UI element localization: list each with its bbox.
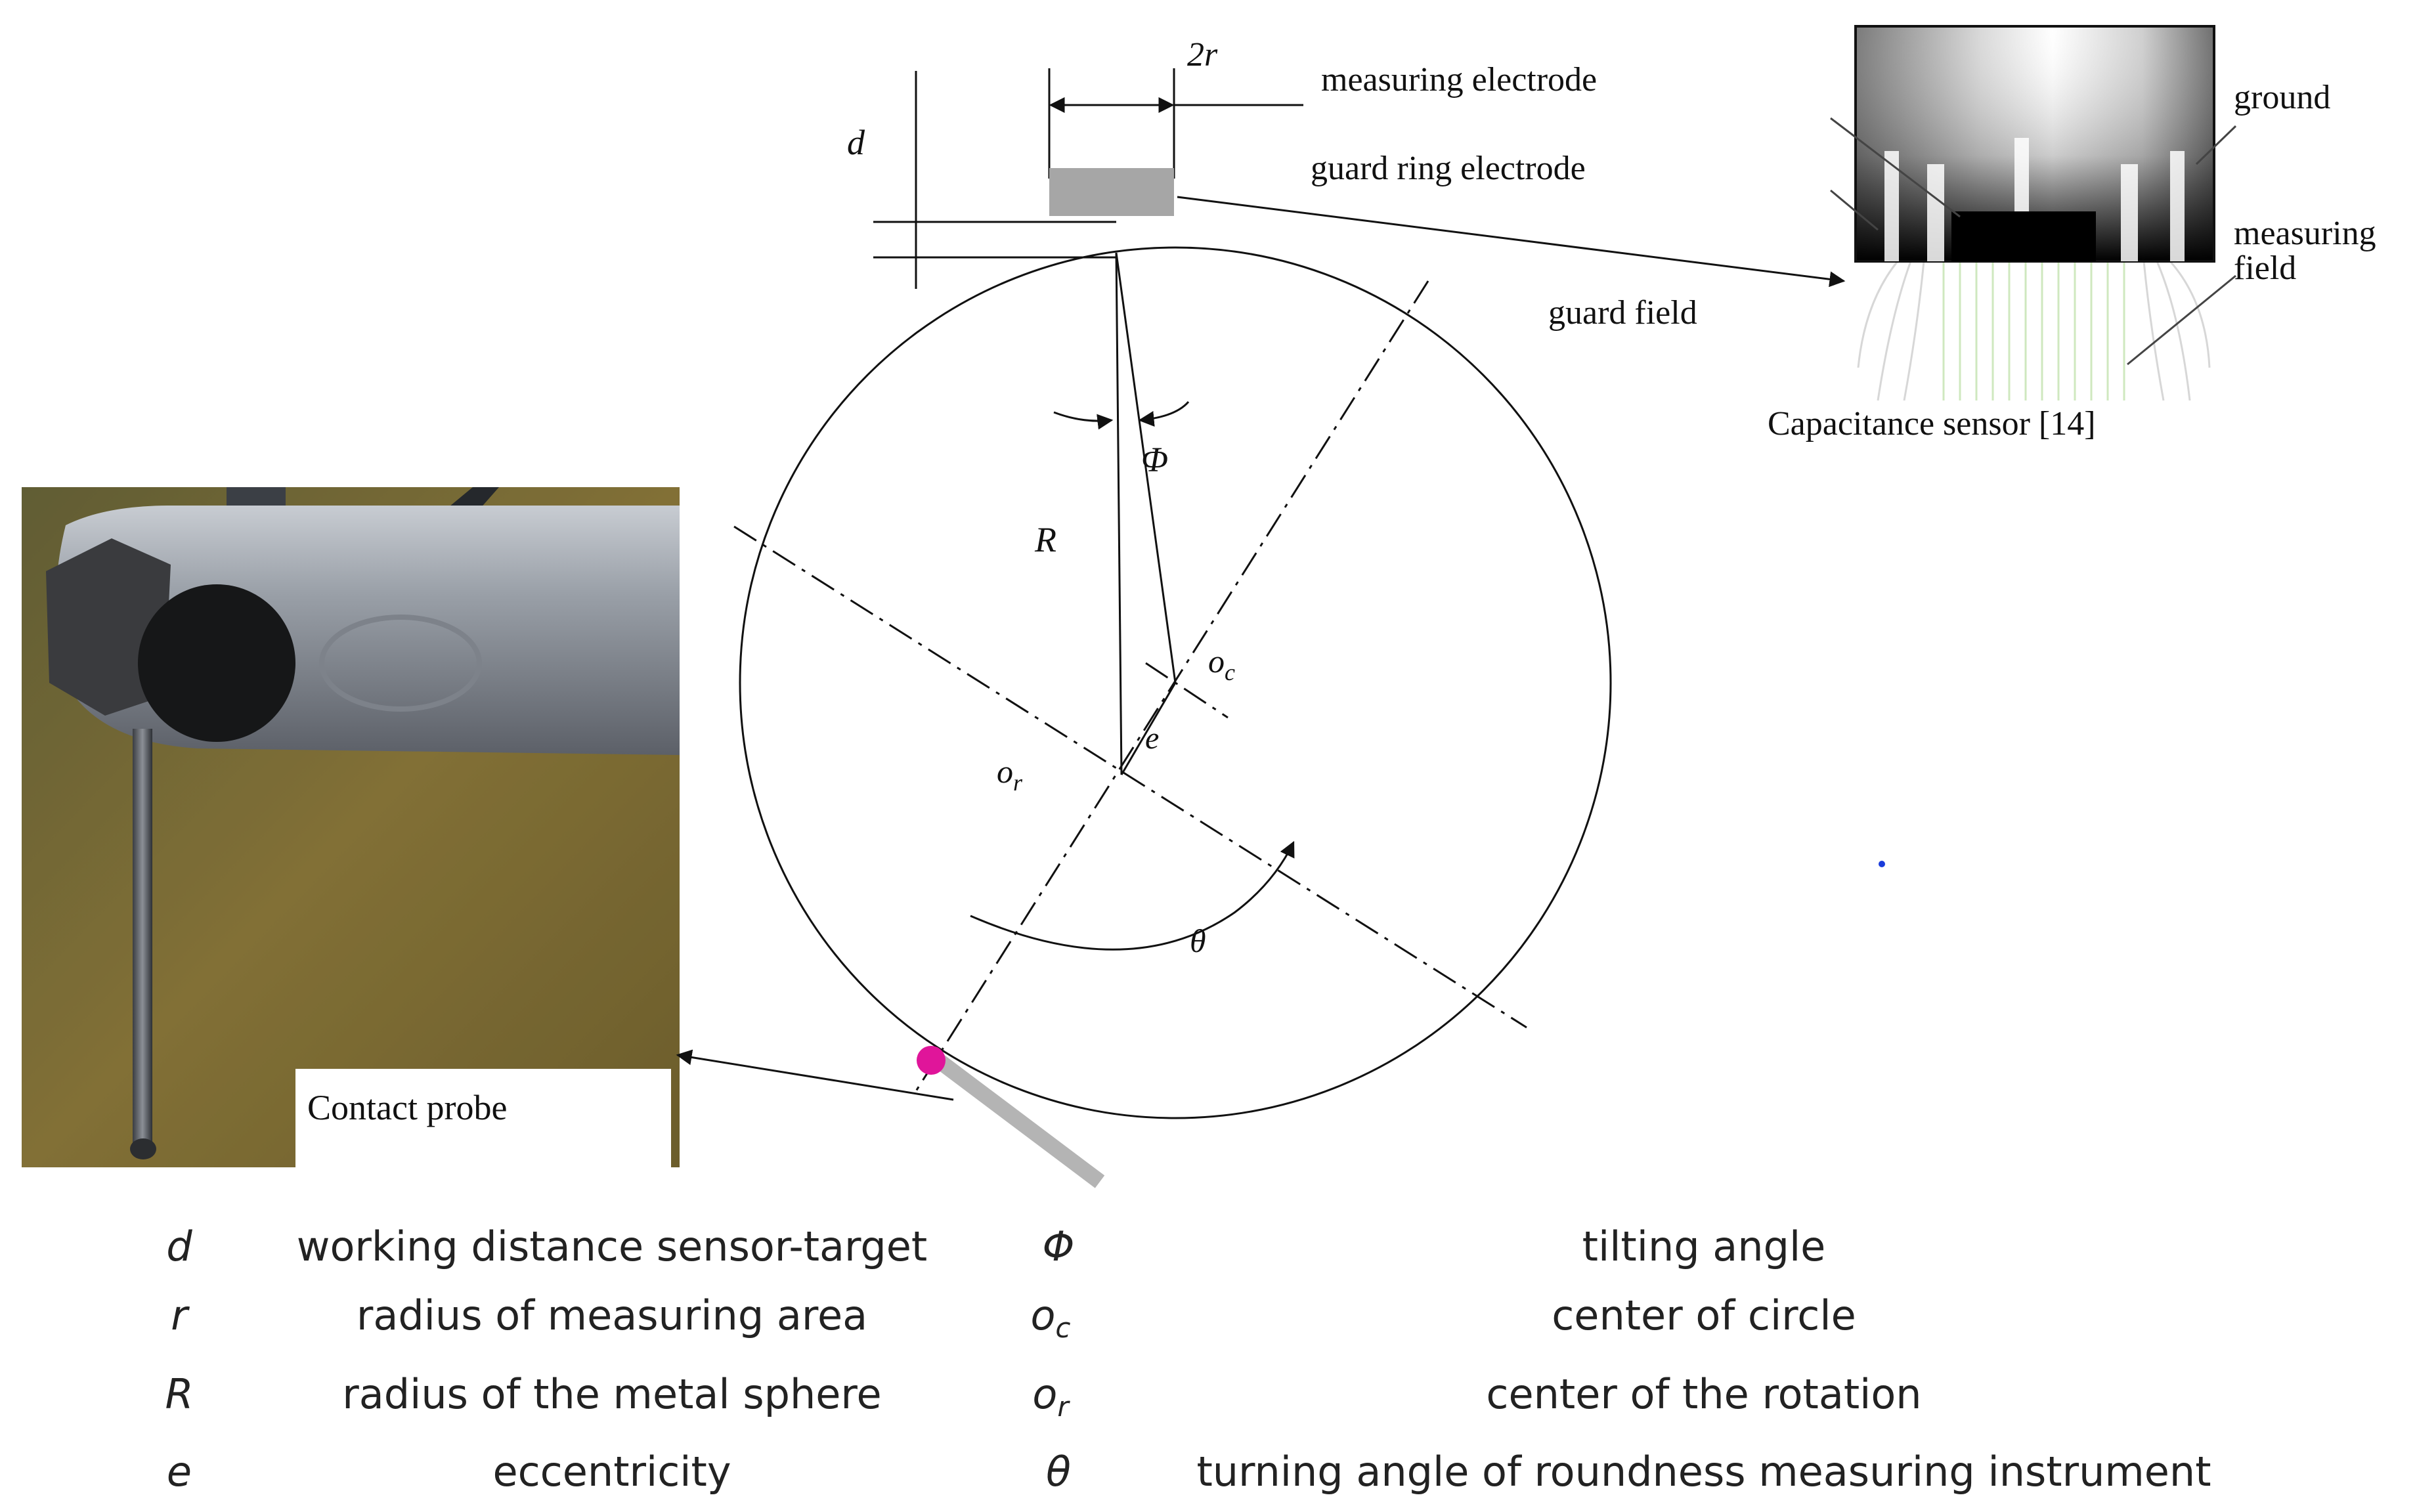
label-theta: θ [1190, 922, 1206, 959]
svg-text:d: d [166, 1222, 192, 1270]
svg-text:center of the rotation: center of the rotation [1486, 1370, 1921, 1418]
stray-dot [1879, 861, 1885, 867]
theta-arc [970, 840, 1295, 951]
label-measuring-field-2: field [2234, 249, 2296, 287]
probe-ball-icon [130, 1138, 156, 1159]
svg-text:eccentricity: eccentricity [492, 1448, 731, 1496]
capacitance-sensor-inset: ground measuring field Capacitance senso… [1768, 25, 2376, 443]
probe-leader-line [676, 1049, 954, 1101]
probe-caption-box [295, 1069, 671, 1167]
svg-text:e: e [167, 1448, 192, 1496]
sensor-field-lines [1857, 261, 2211, 401]
legend-row: r radius of measuring area oc center of … [171, 1291, 1856, 1344]
guard-ring-electrode [1049, 168, 1174, 216]
svg-text:oc: oc [1030, 1291, 1070, 1344]
radius-R-line [1115, 252, 1123, 775]
label-oc: oc [1208, 643, 1235, 685]
svg-text:tilting angle: tilting angle [1582, 1222, 1826, 1270]
svg-text:Φ: Φ [1043, 1222, 1075, 1270]
probe-caption: Contact probe [307, 1088, 507, 1127]
tilted-line [1115, 252, 1177, 683]
legend-row: e eccentricity θ turning angle of roundn… [167, 1448, 2211, 1496]
label-guard-ring-electrode: guard ring electrode [1311, 150, 1586, 187]
label-phi: Φ [1141, 440, 1168, 479]
contact-probe-inset: Contact probe [22, 487, 680, 1167]
label-ground: ground [2234, 79, 2330, 116]
electrode-assembly [873, 68, 1846, 289]
label-measuring-electrode: measuring electrode [1321, 61, 1597, 98]
label-R: R [1034, 520, 1056, 559]
leader-to-sensor [1177, 196, 1846, 288]
svg-text:radius of the metal sphere: radius of the metal sphere [342, 1370, 881, 1418]
svg-text:r: r [171, 1291, 190, 1339]
probe-stylus [930, 1052, 1105, 1188]
svg-text:θ: θ [1046, 1448, 1071, 1496]
label-or: or [997, 753, 1023, 796]
svg-text:turning angle of roundness mea: turning angle of roundness measuring ins… [1196, 1448, 2211, 1496]
metal-sphere-outline [739, 246, 1612, 1119]
phi-arc-right [1138, 400, 1190, 427]
short-axis-oc [1145, 662, 1229, 719]
svg-text:or: or [1032, 1370, 1070, 1423]
symbol-legend: d working distance sensor-target Φ tilti… [165, 1222, 2211, 1496]
label-guard-field: guard field [1548, 294, 1697, 332]
phi-arc-left [1053, 411, 1114, 430]
eccentricity-line [1120, 682, 1177, 775]
label-d: d [847, 123, 865, 162]
axis-through-oc [913, 280, 1429, 1094]
probe-stem [133, 729, 152, 1149]
legend-row: R radius of the metal sphere or center o… [165, 1370, 1921, 1423]
probe-tip-icon [917, 1046, 946, 1075]
probe-knob-icon [138, 584, 295, 742]
label-measuring-field-1: measuring [2234, 215, 2376, 252]
measuring-electrode-block [1951, 211, 2096, 261]
sensor-caption: Capacitance sensor [14] [1768, 405, 2096, 443]
axis-through-or [733, 525, 1527, 1029]
label-e: e [1145, 721, 1159, 756]
legend-row: d working distance sensor-target Φ tilti… [166, 1222, 1825, 1270]
svg-text:center of circle: center of circle [1552, 1291, 1856, 1339]
label-2r: 2r [1187, 36, 1218, 74]
svg-text:R: R [165, 1370, 193, 1418]
svg-text:radius of measuring area: radius of measuring area [357, 1291, 867, 1339]
svg-text:working distance sensor-target: working distance sensor-target [297, 1222, 927, 1270]
